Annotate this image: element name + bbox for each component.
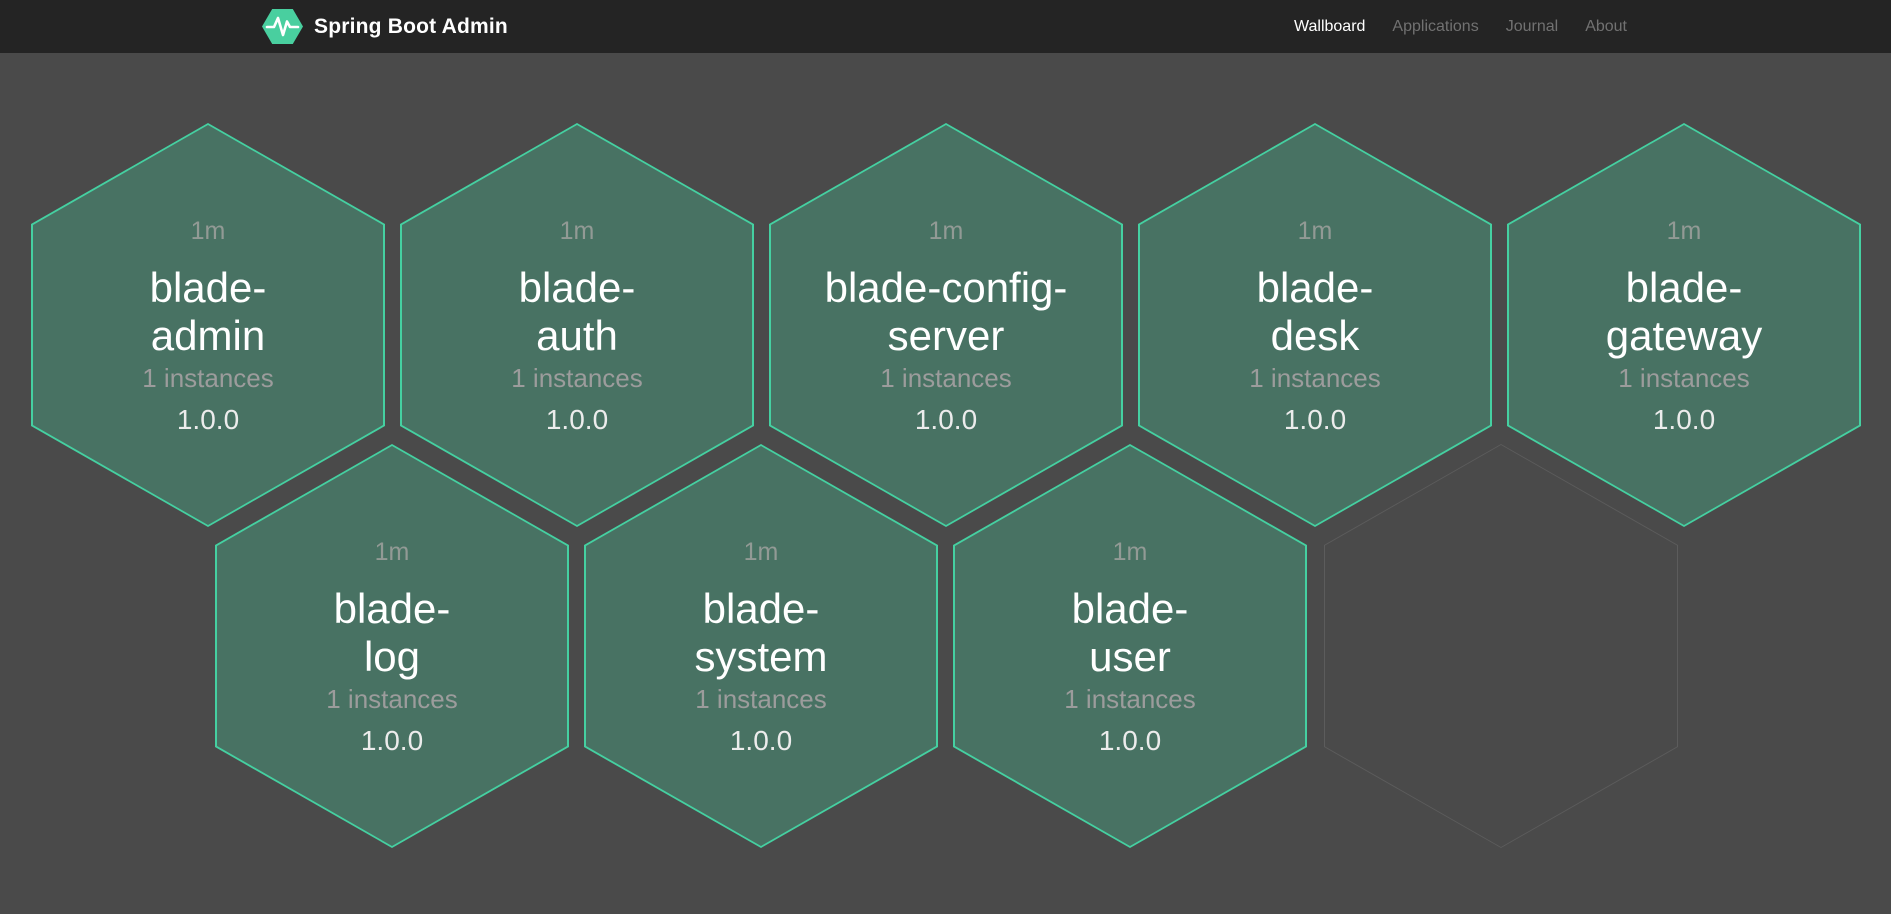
app-name: blade-config- server	[825, 264, 1068, 360]
hexagon-content: 1m blade- system 1 instances 1.0.0	[584, 444, 938, 848]
app-hexagon-blade-gateway[interactable]: 1m blade- gateway 1 instances 1.0.0	[1507, 123, 1861, 527]
app-hexagon-blade-config-server[interactable]: 1m blade-config- server 1 instances 1.0.…	[769, 123, 1123, 527]
app-version: 1.0.0	[176, 403, 240, 435]
instance-count: 1 instances	[1064, 683, 1196, 714]
app-name-line: blade-	[149, 263, 267, 311]
instance-count: 1 instances	[511, 362, 643, 393]
app-name-line: blade-	[1071, 584, 1189, 632]
hexagon-content: 1m blade- desk 1 instances 1.0.0	[1138, 123, 1492, 527]
nav-item-journal[interactable]: Journal	[1505, 17, 1559, 35]
app-name-line: desk	[1270, 311, 1360, 359]
app-hexagon-blade-user[interactable]: 1m blade- user 1 instances 1.0.0	[953, 444, 1307, 848]
instance-count: 1 instances	[695, 683, 827, 714]
time-ago-label: 1m	[1112, 537, 1148, 566]
brand-title: Spring Boot Admin	[314, 14, 508, 38]
app-name-line: blade-config-	[824, 263, 1068, 311]
nav-item-wallboard[interactable]: Wallboard	[1293, 17, 1366, 35]
nav-item-about[interactable]: About	[1585, 17, 1627, 35]
hexagon-content: 1m blade- log 1 instances 1.0.0	[215, 444, 569, 848]
app-name-line: log	[363, 632, 421, 680]
app-hexagon-blade-log[interactable]: 1m blade- log 1 instances 1.0.0	[215, 444, 569, 848]
instance-count: 1 instances	[142, 362, 274, 393]
app-version: 1.0.0	[729, 724, 793, 756]
hexagon-fill	[955, 446, 1305, 846]
app-name-line: blade-	[1625, 263, 1743, 311]
hexagon-content: 1m blade-config- server 1 instances 1.0.…	[769, 123, 1123, 527]
time-ago-label: 1m	[190, 216, 226, 245]
app-name: blade- gateway	[1606, 264, 1762, 360]
hexagon-fill	[1140, 125, 1490, 525]
instance-count: 1 instances	[880, 362, 1012, 393]
navbar-container: Spring Boot Admin Wallboard Applications…	[262, 0, 1627, 53]
brand-link[interactable]: Spring Boot Admin	[262, 8, 508, 45]
app-name-line: blade-	[333, 584, 451, 632]
time-ago-label: 1m	[559, 216, 595, 245]
app-name-line: blade-	[1256, 263, 1374, 311]
app-name: blade- admin	[150, 264, 267, 360]
hexagon-content: 1m blade- auth 1 instances 1.0.0	[400, 123, 754, 527]
hexagon-pulse-icon	[262, 9, 303, 44]
hexagon-content: 1m blade- gateway 1 instances 1.0.0	[1507, 123, 1861, 527]
app-name: blade- user	[1072, 585, 1189, 681]
instance-count: 1 instances	[326, 683, 458, 714]
app-name-line: user	[1089, 632, 1171, 680]
app-hexagon-blade-admin[interactable]: 1m blade- admin 1 instances 1.0.0	[31, 123, 385, 527]
app-version: 1.0.0	[360, 724, 424, 756]
app-name-line: admin	[150, 311, 266, 359]
app-hexagon-blade-system[interactable]: 1m blade- system 1 instances 1.0.0	[584, 444, 938, 848]
empty-hexagon-slot	[1324, 444, 1678, 848]
app-version: 1.0.0	[1283, 403, 1347, 435]
app-version: 1.0.0	[1098, 724, 1162, 756]
app-name-line: server	[887, 311, 1005, 359]
time-ago-label: 1m	[743, 537, 779, 566]
app-name-line: auth	[536, 311, 618, 359]
time-ago-label: 1m	[928, 216, 964, 245]
instance-count: 1 instances	[1249, 362, 1381, 393]
app-name-line: gateway	[1605, 311, 1763, 359]
top-navbar: Spring Boot Admin Wallboard Applications…	[0, 0, 1891, 53]
app-name: blade- auth	[519, 264, 636, 360]
app-name: blade- log	[334, 585, 451, 681]
time-ago-label: 1m	[1666, 216, 1702, 245]
app-hexagon-blade-desk[interactable]: 1m blade- desk 1 instances 1.0.0	[1138, 123, 1492, 527]
app-version: 1.0.0	[914, 403, 978, 435]
app-hexagon-blade-auth[interactable]: 1m blade- auth 1 instances 1.0.0	[400, 123, 754, 527]
app-version: 1.0.0	[545, 403, 609, 435]
app-name: blade- desk	[1257, 264, 1374, 360]
time-ago-label: 1m	[374, 537, 410, 566]
app-name: blade- system	[694, 585, 827, 681]
hexagon-content: 1m blade- user 1 instances 1.0.0	[953, 444, 1307, 848]
hexagon-fill	[1325, 445, 1677, 847]
app-name-line: blade-	[518, 263, 636, 311]
wallboard-stage: 1m blade- admin 1 instances 1.0.0 1m bla…	[0, 53, 1891, 914]
instance-count: 1 instances	[1618, 362, 1750, 393]
app-name-line: system	[694, 632, 828, 680]
app-name-line: blade-	[702, 584, 820, 632]
hexagon-content: 1m blade- admin 1 instances 1.0.0	[31, 123, 385, 527]
time-ago-label: 1m	[1297, 216, 1333, 245]
nav-item-applications[interactable]: Applications	[1392, 17, 1479, 35]
app-version: 1.0.0	[1652, 403, 1716, 435]
navbar-links: Wallboard Applications Journal About	[1294, 18, 1627, 36]
hexagon-fill	[1509, 125, 1859, 525]
hexagon-fill	[586, 446, 936, 846]
hexagon-fill	[217, 446, 567, 846]
